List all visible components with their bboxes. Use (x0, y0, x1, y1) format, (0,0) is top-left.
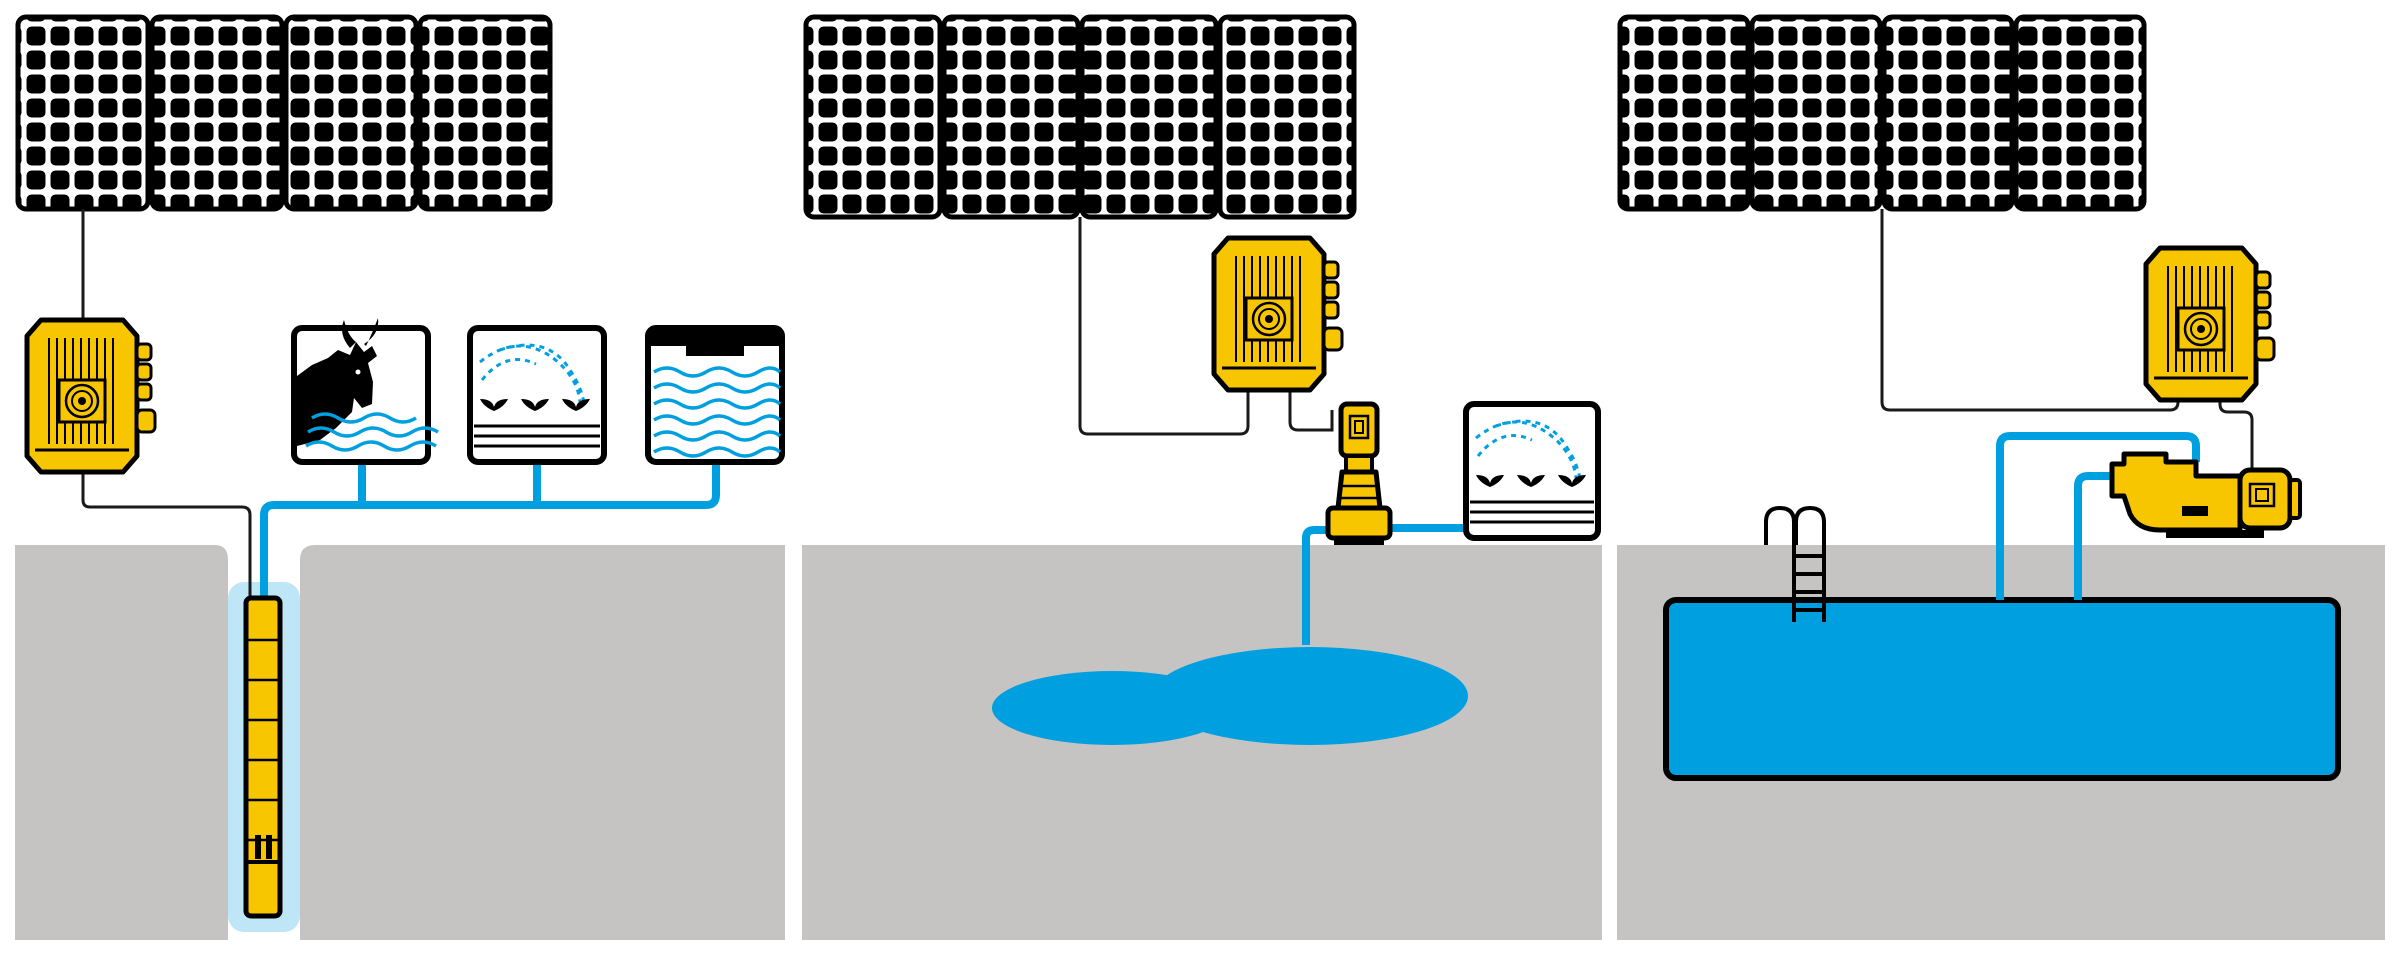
borehole-scene (15, 14, 785, 940)
power-cable (1880, 209, 2254, 470)
vertical-surface-pump (1325, 401, 1393, 545)
solar-panel (283, 14, 419, 212)
surface-scene (802, 14, 1602, 940)
water-pipe (260, 462, 720, 598)
solar-panel (803, 14, 943, 220)
ground (802, 545, 1602, 940)
power-cable (1078, 217, 1334, 436)
water-pipe (1302, 524, 1466, 645)
solar-panel (417, 14, 553, 212)
pump-controller (2146, 248, 2274, 400)
solar-panel (1617, 14, 1751, 212)
solar-panel (15, 14, 151, 212)
irrigation-icon (467, 325, 607, 465)
water-tank-icon (645, 325, 785, 465)
irrigation-icon (1463, 401, 1601, 541)
pump-controller (27, 320, 155, 472)
solar-panel (1881, 14, 2015, 212)
solar-panel (149, 14, 285, 212)
solar-panel (941, 14, 1081, 220)
pool-pump (2109, 451, 2302, 538)
livestock-icon (291, 318, 439, 465)
solar-panel (1079, 14, 1219, 220)
pool-ladder (1764, 505, 1826, 622)
solar-panel (1749, 14, 1883, 212)
solar-panel-array (803, 14, 1357, 220)
submersible-borehole-pump (243, 595, 283, 919)
pump-controller (1214, 238, 1342, 390)
ground (15, 545, 785, 940)
solar-panel (1217, 14, 1357, 220)
power-cable (81, 209, 252, 600)
solar-panel (2013, 14, 2147, 212)
solar-panel-array (1617, 14, 2147, 212)
pool-scene (1617, 14, 2385, 940)
water-pipe (1996, 432, 2200, 600)
solar-panel-array (15, 14, 553, 212)
swimming-pool (1663, 597, 2341, 781)
pond (992, 647, 1468, 745)
